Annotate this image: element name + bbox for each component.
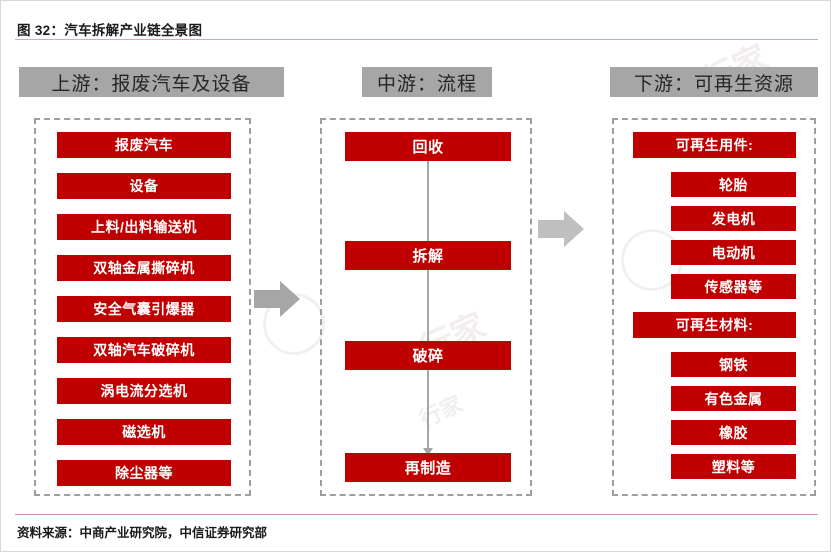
upstream-item-6[interactable]: 双轴汽车破碎机 [57,337,231,363]
arrow-right-icon [254,279,300,319]
downstream-group-1-item-3[interactable]: 电动机 [671,240,796,265]
upstream-item-1[interactable]: 报废汽车 [57,132,231,158]
downstream-group-1-item-2[interactable]: 发电机 [671,206,796,231]
downstream-group-1-header[interactable]: 可再生用件: [633,132,796,158]
upstream-item-7[interactable]: 涡电流分选机 [57,378,231,404]
upstream-item-3[interactable]: 上料/出料输送机 [57,214,231,240]
downstream-group-1-item-1[interactable]: 轮胎 [671,172,796,197]
upstream-item-9[interactable]: 除尘器等 [57,460,231,486]
downstream-group-2-header[interactable]: 可再生材料: [633,312,796,338]
downstream-group-2-item-4[interactable]: 塑料等 [671,454,796,479]
upstream-item-2[interactable]: 设备 [57,173,231,199]
stage-panel-midstream [320,118,532,496]
footer-divider [15,514,818,515]
stage-panel-downstream [612,118,816,496]
stage-header-upstream: 上游：报废汽车及设备 [19,67,284,97]
arrow-right-icon [538,209,584,249]
stage-header-downstream: 下游：可再生资源 [610,67,818,97]
stage-header-midstream: 中游：流程 [362,67,492,97]
midstream-step-2[interactable]: 拆解 [345,241,511,270]
downstream-group-1-item-4[interactable]: 传感器等 [671,274,796,299]
flow-connector-line [427,270,429,355]
page-title: 图 32：汽车拆解产业链全景图 [17,23,203,38]
stage-panel-upstream [34,118,251,496]
downstream-group-2-item-1[interactable]: 钢铁 [671,352,796,377]
flow-connector-line [427,161,429,246]
downstream-group-2-item-3[interactable]: 橡胶 [671,420,796,445]
title-divider [15,39,818,40]
arrow-down-icon [423,448,433,456]
midstream-step-3[interactable]: 破碎 [345,341,511,370]
downstream-group-2-item-2[interactable]: 有色金属 [671,386,796,411]
midstream-step-1[interactable]: 回收 [345,132,511,161]
source-note: 资料来源：中商产业研究院，中信证券研究部 [17,526,268,540]
midstream-step-4[interactable]: 再制造 [345,453,511,482]
upstream-item-5[interactable]: 安全气囊引爆器 [57,296,231,322]
flow-connector-line [427,370,429,455]
upstream-item-4[interactable]: 双轴金属撕碎机 [57,255,231,281]
upstream-item-8[interactable]: 磁选机 [57,419,231,445]
